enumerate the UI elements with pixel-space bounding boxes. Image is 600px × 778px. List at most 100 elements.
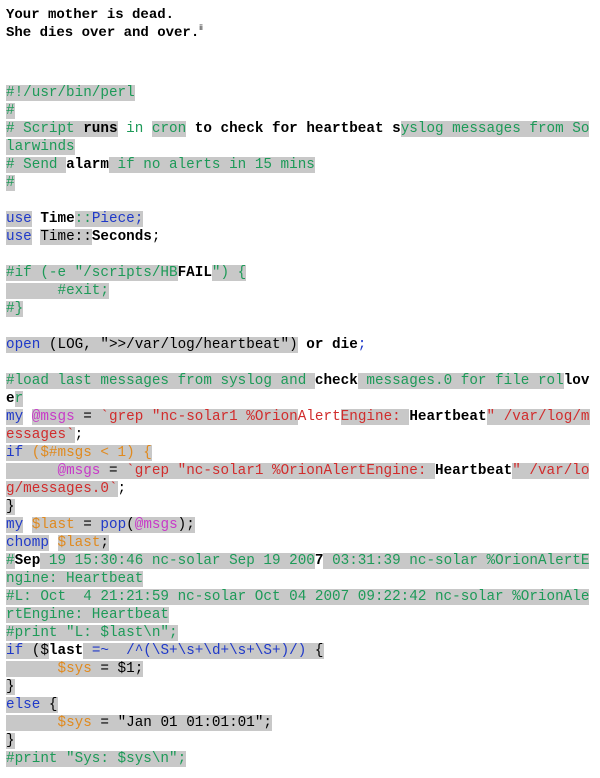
code-line-if-regex: if ($last =~ /^(\S+\s+\d+\s+\S+)/) { — [6, 642, 596, 660]
keyword: open — [6, 337, 41, 353]
code-line-open: open (LOG, ">>/var/log/heartbeat") or di… — [6, 336, 596, 354]
brace: } — [6, 499, 15, 515]
string: Heartbeat — [435, 463, 513, 479]
comment-text: #L: Oct 4 21:21:59 nc-solar Oct 04 2007 … — [6, 589, 590, 623]
code-line-print-sys: #print "Sys: $sys\n"; — [6, 750, 596, 768]
code-line-sys-default: $sys = "Jan 01 01:01:01"; — [6, 714, 596, 732]
string: `grep "nc-solar1 %Orion — [100, 409, 298, 425]
variable: $last — [57, 535, 101, 551]
comment-text: if no alerts in 15 mins — [108, 157, 315, 173]
code-line-comment-send: # Send alarm if no alerts in 15 mins — [6, 156, 596, 174]
comment-text: to check for heartbeat s — [186, 121, 401, 137]
code-line-brace-2: } — [6, 678, 596, 696]
comment-text: cron — [151, 121, 187, 137]
semicolon: ; — [151, 229, 161, 245]
module-name: Piece; — [91, 211, 144, 227]
code-line-use-piece: use Time::Piece; — [6, 210, 596, 228]
code-line-sep-comment: #Sep 19 15:30:46 nc-solar Sep 19 2007 03… — [6, 552, 596, 588]
blank-line — [6, 318, 596, 336]
comment-text: FAIL — [177, 265, 212, 281]
string: Engine: — [340, 409, 410, 425]
code-line-if-msgs: if ($#msgs < 1) { — [6, 444, 596, 462]
comment-text: r — [14, 391, 24, 407]
code-line-load-comment: #load last messages from syslog and chec… — [6, 372, 596, 408]
code-line-else: else { — [6, 696, 596, 714]
blank-line — [6, 354, 596, 372]
document-page: Your mother is dead. She dies over and o… — [6, 6, 596, 767]
code-line-comment-script: # Script runs in cron to check for heart… — [6, 120, 596, 156]
code-line-if-fail: #if (-e "/scripts/HBFAIL") { — [6, 264, 596, 282]
code-line-brace-3: } — [6, 732, 596, 750]
condition: ($#msgs < 1) { — [23, 445, 152, 461]
keyword: my — [6, 409, 24, 425]
brace: } — [6, 679, 15, 695]
code-line-shebang: #!/usr/bin/perl — [6, 84, 596, 102]
operator: = — [74, 517, 101, 533]
operator: = — [74, 409, 101, 425]
operator: = — [100, 463, 127, 479]
comment-text: Sep — [14, 553, 41, 569]
brace: { — [40, 697, 58, 713]
code-line-hash-2: # — [6, 174, 596, 192]
comment-text: #load last messages from syslog and — [6, 373, 315, 389]
keyword: else — [6, 697, 41, 713]
keyword: use — [6, 229, 32, 245]
module-name: Time — [40, 211, 75, 227]
comment-text: 19 15:30:46 nc-solar Sep 19 200 — [40, 553, 315, 569]
blank-line — [6, 192, 596, 210]
assignment: = $1; — [91, 661, 144, 677]
operator: = — [91, 715, 118, 731]
brace: { — [306, 643, 324, 659]
comment-hash: # — [6, 103, 15, 119]
code-line-my-last: my $last = pop(@msgs); — [6, 517, 195, 533]
code-line-brace-1: } — [6, 498, 596, 516]
comment-text: runs — [83, 121, 118, 137]
variable: $sys — [57, 661, 92, 677]
comment-text: #print "Sys: $sys\n"; — [6, 751, 187, 767]
heading-line-2: She dies over and over.ii — [6, 24, 596, 42]
code-line-exit: #exit; — [6, 282, 596, 300]
keyword: if — [6, 643, 24, 659]
blank-line — [6, 246, 596, 264]
semicolon: ; — [357, 337, 367, 353]
code-line-use-seconds: use Time::Seconds; — [6, 228, 596, 246]
variable: $last — [31, 517, 75, 533]
semicolon: ; — [117, 481, 127, 497]
comment-text: # Script — [6, 121, 84, 137]
keyword: use — [6, 211, 32, 227]
string: "Jan 01 01:01:01" — [117, 715, 264, 731]
comment-text: check — [314, 373, 358, 389]
separator: :: — [74, 211, 92, 227]
heading-line-1: Your mother is dead. — [6, 7, 175, 23]
comment-text: #print "L: $last\n"; — [6, 625, 178, 641]
string: `grep "nc-solar1 %OrionAlertEngine: — [126, 463, 436, 479]
code-line-l-comment: #L: Oct 4 21:21:59 nc-solar Oct 04 2007 … — [6, 588, 596, 624]
semicolon: ; — [74, 427, 84, 443]
comment-text: #exit; — [57, 283, 109, 299]
keyword: my — [6, 517, 24, 533]
comment-text: alarm — [66, 157, 109, 173]
variable: @msgs — [57, 463, 101, 479]
module-name: Seconds — [91, 229, 152, 245]
comment-text: # — [6, 553, 15, 569]
paren: ($ — [23, 643, 49, 659]
string: Alert — [297, 409, 341, 425]
string: Heartbeat — [409, 409, 487, 425]
comment-text: # Send — [6, 157, 67, 173]
shebang: #!/usr/bin/perl — [6, 85, 135, 101]
keyword: if — [6, 445, 24, 461]
regex: =~ /^(\S+\s+\d+\s+\S+)/) — [83, 643, 307, 659]
open-args: (LOG, ">>/var/log/heartbeat") — [40, 337, 298, 353]
variable: last — [48, 643, 84, 659]
comment-text: ") { — [211, 265, 247, 281]
code-line-print-l: #print "L: $last\n"; — [6, 624, 596, 642]
module-name: Time:: — [40, 229, 92, 245]
comment-text: messages.0 for file rol — [357, 373, 564, 389]
variable: $sys — [57, 715, 92, 731]
comment-hash: # — [6, 175, 15, 191]
code-line-grep-messages-0: @msgs = `grep "nc-solar1 %OrionAlertEngi… — [6, 462, 596, 498]
keyword: chomp — [6, 535, 49, 551]
code-line-hash-1: # — [6, 102, 596, 120]
heading-line-2-text: She dies over and over. — [6, 25, 200, 41]
keyword: pop — [100, 517, 127, 533]
